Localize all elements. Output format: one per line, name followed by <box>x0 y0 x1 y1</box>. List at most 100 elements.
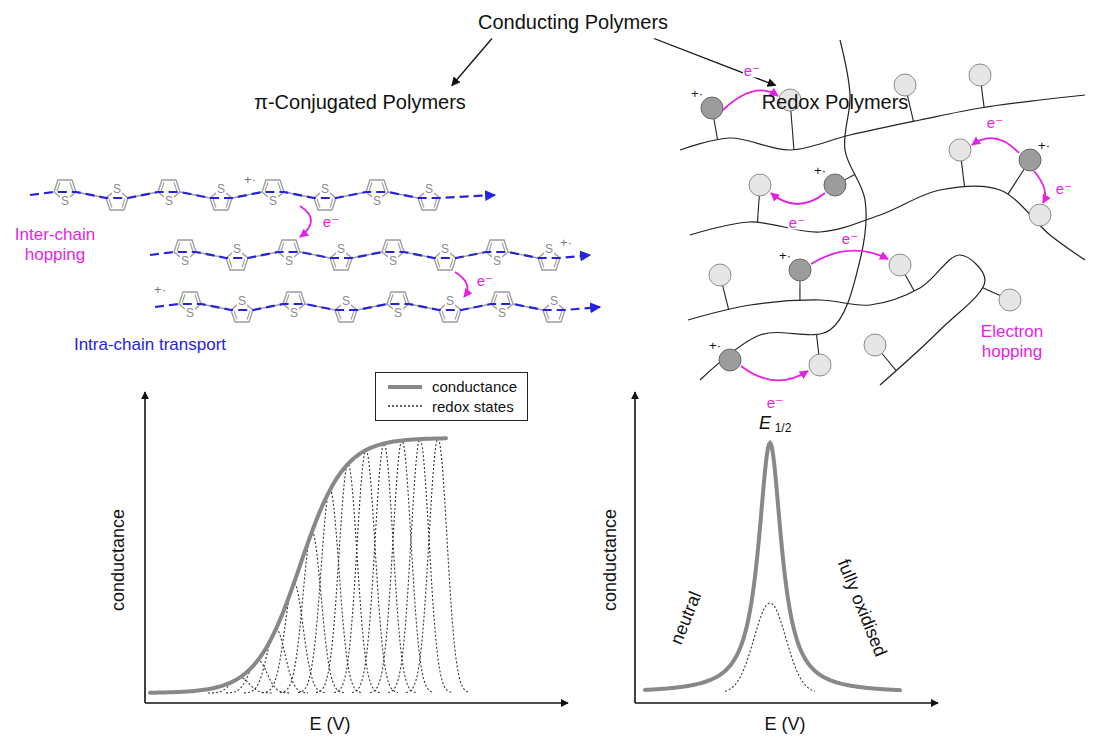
axis-label: E (V) <box>309 714 350 735</box>
electron-label: e⁻ <box>766 395 784 410</box>
sulfur-atom: S <box>445 295 455 307</box>
legend: conductanceredox states <box>375 372 528 421</box>
heading-node: π-Conjugated Polymers <box>248 89 472 116</box>
double-bond <box>390 295 393 304</box>
double-bond <box>190 243 193 252</box>
sulfur-atom: S <box>549 295 559 307</box>
double-bond <box>195 295 198 304</box>
double-bond <box>502 243 505 252</box>
legend-entry: redox states <box>386 397 517 417</box>
charge-mark: +· <box>709 339 721 354</box>
annotation: Inter-chain hopping <box>7 225 103 264</box>
double-bond <box>507 295 510 304</box>
legend-line <box>388 406 422 408</box>
double-bond <box>161 183 164 192</box>
electron-label: e⁻ <box>477 272 493 289</box>
sulfur-atom: S <box>289 307 299 319</box>
charge-mark: +· <box>691 87 703 102</box>
double-bond <box>489 243 492 252</box>
charge-mark: +· <box>814 164 826 179</box>
oxidised-redox-site <box>824 174 846 196</box>
heading-node: Redox Polymers <box>756 89 915 116</box>
hopping-arrow <box>455 272 467 297</box>
double-bond <box>109 199 112 208</box>
legend-sample <box>386 400 424 412</box>
redox-state-curve <box>388 439 452 692</box>
branch-arrow <box>654 39 776 86</box>
double-bond <box>317 199 320 208</box>
double-bond <box>554 259 557 268</box>
hopping-arrow <box>972 138 1019 153</box>
double-bond <box>122 199 125 208</box>
double-bond <box>234 311 237 320</box>
double-bond <box>226 199 229 208</box>
side-chain <box>1008 169 1024 194</box>
polymer-chain <box>155 292 600 322</box>
hopping-arrow <box>741 366 808 380</box>
legend-sample <box>386 381 424 393</box>
side-chain <box>983 288 1000 296</box>
neutral-redox-site <box>749 174 771 196</box>
double-bond <box>559 311 562 320</box>
double-bond <box>213 199 216 208</box>
electron-label: e⁻ <box>743 63 761 78</box>
sulfur-atom: S <box>180 255 190 267</box>
side-chain <box>791 111 794 150</box>
double-bond <box>455 311 458 320</box>
redox-network <box>680 40 1085 385</box>
charge-mark: +· <box>244 173 256 188</box>
legend-line <box>388 385 422 389</box>
double-bond <box>403 295 406 304</box>
axis-label: conductance <box>600 509 621 611</box>
neutral-redox-site <box>999 289 1021 311</box>
electron-label: e⁻ <box>323 213 339 230</box>
legend-entry: conductance <box>386 377 517 397</box>
double-bond <box>182 295 185 304</box>
side-chain <box>799 281 800 300</box>
annotation: Electron hopping <box>964 322 1060 361</box>
double-bond <box>70 183 73 192</box>
side-chain <box>714 119 718 140</box>
electron-label: e⁻ <box>841 231 859 246</box>
double-bond <box>57 183 60 192</box>
sulfur-atom: S <box>544 243 554 255</box>
heading-text: Conducting Polymers <box>478 11 668 34</box>
double-bond <box>281 243 284 252</box>
sulfur-atom: S <box>320 183 330 195</box>
neutral-redox-site <box>1029 204 1051 226</box>
redox-state-curve <box>352 443 416 692</box>
electron-label: e⁻ <box>986 115 1004 130</box>
oxidised-redox-site <box>719 349 741 371</box>
side-chain <box>723 286 729 310</box>
double-bond <box>242 259 245 268</box>
double-bond <box>265 183 268 192</box>
side-chain <box>961 161 964 186</box>
double-bond <box>229 259 232 268</box>
polymer-chain <box>150 240 590 270</box>
axis-label: conductance <box>108 509 129 611</box>
side-chain <box>845 175 855 180</box>
neutral-redox-site <box>809 354 831 376</box>
double-bond <box>369 183 372 192</box>
double-bond <box>442 311 445 320</box>
sulfur-atom: S <box>393 307 403 319</box>
redox-state-curve <box>406 438 470 692</box>
sulfur-atom: S <box>60 195 70 207</box>
sulfur-atom: S <box>388 255 398 267</box>
sulfur-atom: S <box>185 307 195 319</box>
double-bond <box>437 259 440 268</box>
neutral-redox-site <box>709 264 731 286</box>
charge-mark: +· <box>1038 139 1050 154</box>
left-axes <box>145 392 568 703</box>
neutral-redox-site <box>889 254 911 276</box>
sulfur-atom: S <box>341 295 351 307</box>
axis-label: E (V) <box>764 714 805 735</box>
double-bond <box>247 311 250 320</box>
polymer-backbone <box>688 255 985 385</box>
sulfur-atom: S <box>164 195 174 207</box>
double-bond <box>278 183 281 192</box>
intra-chain-arrow <box>150 252 590 258</box>
double-bond <box>330 199 333 208</box>
double-bond <box>398 243 401 252</box>
